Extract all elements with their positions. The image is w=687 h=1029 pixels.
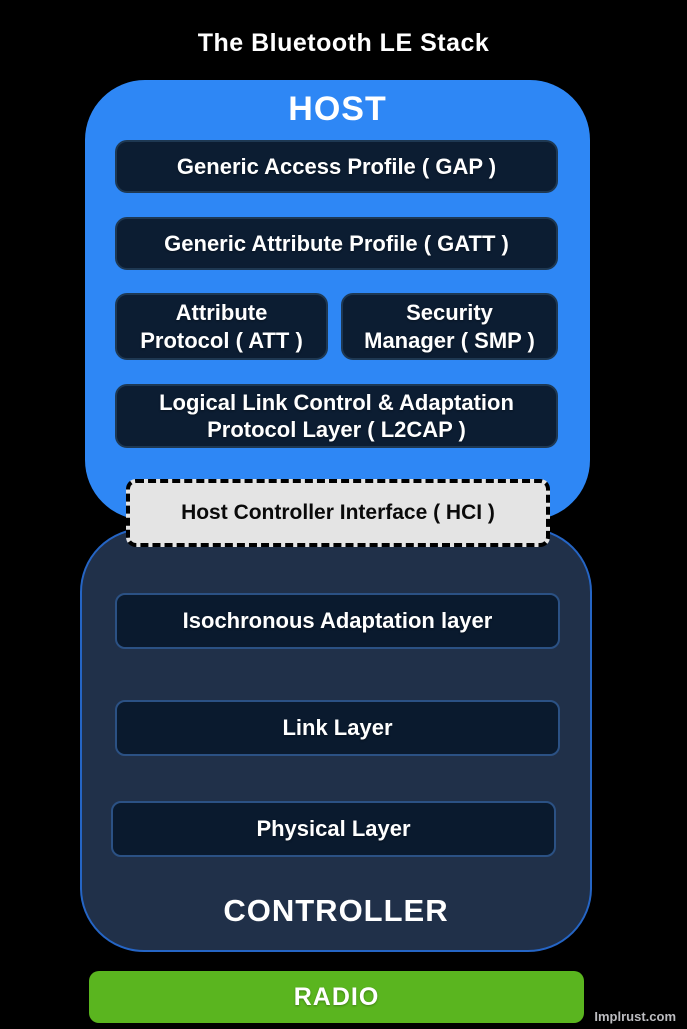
controller-label: CONTROLLER — [223, 893, 449, 928]
physical-layer-label: Physical Layer — [256, 816, 411, 841]
smp-label-line1: Security — [406, 300, 493, 325]
watermark: Implrust.com — [594, 1009, 676, 1024]
physical-layer-box: Physical Layer — [111, 801, 556, 857]
att-label-line1: Attribute — [175, 300, 268, 325]
diagram-title: The Bluetooth LE Stack — [197, 29, 490, 57]
hci-box: Host Controller Interface ( HCI ) — [126, 479, 550, 547]
isochronous-adaptation-layer-box: Isochronous Adaptation layer — [115, 593, 560, 649]
gatt-label: Generic Attribute Profile ( GATT ) — [164, 230, 509, 256]
host-container: HOST Generic Access Profile ( GAP ) Gene… — [85, 80, 590, 520]
link-layer-box: Link Layer — [115, 700, 560, 756]
isochronous-label: Isochronous Adaptation layer — [182, 608, 493, 633]
l2cap-box: Logical Link Control & Adaptation Protoc… — [115, 384, 558, 448]
smp-box: Security Manager ( SMP ) — [341, 293, 558, 360]
controller-container: Isochronous Adaptation layer Link Layer … — [80, 528, 592, 952]
smp-label-line2: Manager ( SMP ) — [364, 327, 535, 353]
hci-label: Host Controller Interface ( HCI ) — [181, 501, 495, 524]
link-layer-label: Link Layer — [282, 715, 393, 740]
gap-box: Generic Access Profile ( GAP ) — [115, 140, 558, 193]
gap-label: Generic Access Profile ( GAP ) — [176, 153, 497, 179]
host-label: HOST — [288, 90, 387, 128]
radio-label: RADIO — [293, 982, 380, 1011]
l2cap-label-line2: Protocol Layer ( L2CAP ) — [207, 417, 466, 442]
att-box: Attribute Protocol ( ATT ) — [115, 293, 328, 360]
gatt-box: Generic Attribute Profile ( GATT ) — [115, 217, 558, 270]
radio-box: RADIO — [89, 971, 584, 1023]
att-label-line2: Protocol ( ATT ) — [140, 327, 303, 353]
l2cap-label-line1: Logical Link Control & Adaptation — [159, 389, 514, 415]
